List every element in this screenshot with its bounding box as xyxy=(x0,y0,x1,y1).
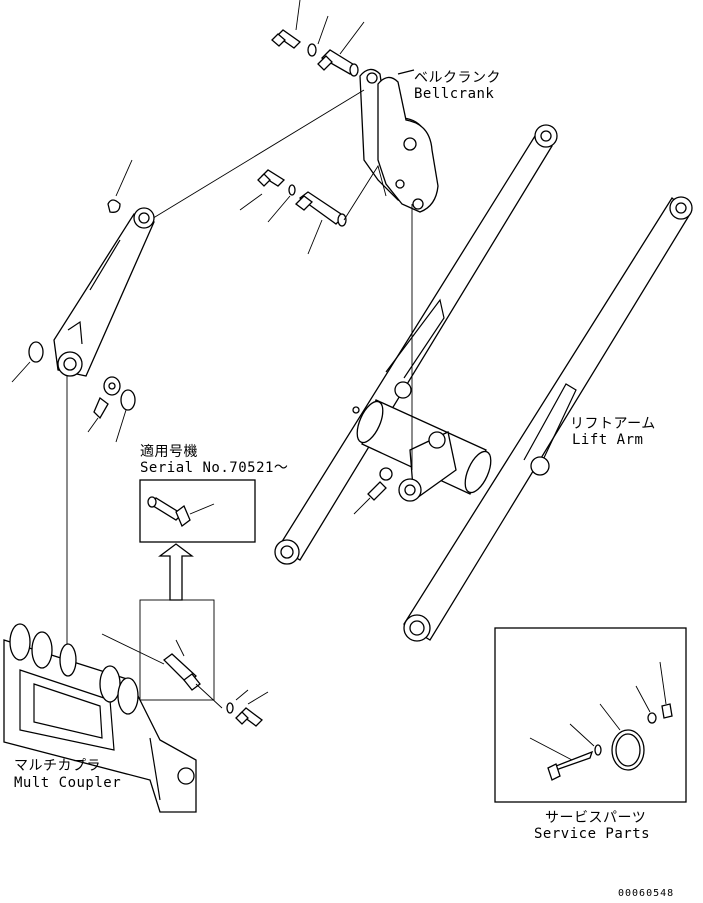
lift-arm-label-jp: リフトアーム xyxy=(570,416,656,432)
service-label-jp: サービスパーツ xyxy=(545,810,646,826)
service-parts-box xyxy=(494,627,687,803)
coupler-pin-detail xyxy=(101,599,269,727)
serial-inset: 適用号機 Serial No.70521～ xyxy=(139,443,288,601)
lift-arm xyxy=(274,124,693,642)
service-label-en: Service Parts xyxy=(534,826,650,842)
retainer-clip xyxy=(107,159,133,213)
bellcrank xyxy=(359,68,439,213)
bellcrank-label-jp: ベルクランク xyxy=(414,70,501,86)
mult-coupler xyxy=(3,623,197,813)
serial-label-jp: 適用号機 xyxy=(140,443,198,460)
bellcrank-label-en: Bellcrank xyxy=(414,86,494,102)
drawing-number: 00060548 xyxy=(618,888,674,899)
link xyxy=(53,207,155,377)
mid-bolt-group xyxy=(239,169,347,255)
top-bolt-group xyxy=(271,0,365,77)
serial-label-en: Serial No.70521～ xyxy=(140,460,288,476)
coupler-label-en: Mult Coupler xyxy=(14,775,121,791)
coupler-label-jp: マルチカプラ xyxy=(14,758,101,774)
lift-arm-label-en: Lift Arm xyxy=(572,432,643,448)
link-small-parts xyxy=(11,341,136,443)
